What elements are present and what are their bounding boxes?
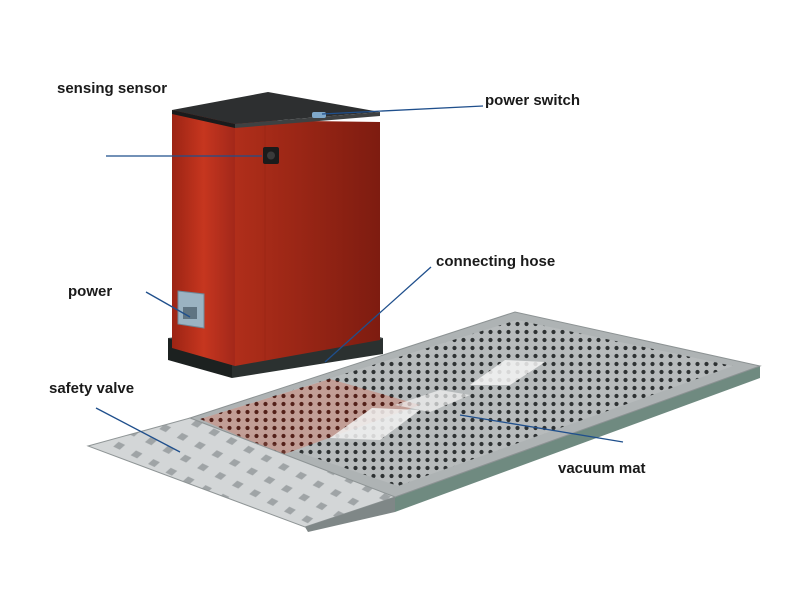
mat-edge bbox=[395, 366, 760, 512]
mat-glare bbox=[330, 408, 420, 440]
label-power-switch: power switch bbox=[485, 92, 581, 109]
leader-connecting-hose bbox=[324, 266, 432, 363]
label-sensing-sensor: sensing sensor bbox=[57, 80, 168, 97]
tread-plate-edge bbox=[305, 497, 395, 532]
leader-vacuum-mat bbox=[459, 414, 624, 443]
label-vacuum-mat: vacuum mat bbox=[558, 460, 646, 477]
cabinet-lid-rim bbox=[235, 112, 380, 128]
mat-reflection bbox=[200, 379, 420, 455]
mat-perforated-surface bbox=[200, 320, 733, 486]
power-socket-icon bbox=[183, 307, 197, 319]
leader-safety-valve bbox=[95, 407, 181, 453]
vacuum-mat bbox=[188, 311, 762, 512]
leader-lines bbox=[95, 105, 624, 453]
cabinet-lid bbox=[172, 92, 380, 124]
cabinet-base-side bbox=[232, 338, 383, 378]
sensor-lens-icon bbox=[267, 151, 275, 160]
power-switch-icon[interactable] bbox=[312, 112, 326, 118]
label-safety-valve: safety valve bbox=[49, 380, 135, 397]
mat-glare bbox=[395, 390, 470, 412]
cabinet-lid-rim bbox=[172, 110, 235, 128]
leader-power-switch bbox=[321, 105, 484, 115]
vacuum-cabinet bbox=[168, 92, 383, 378]
label-power: power bbox=[68, 283, 113, 300]
label-connecting-hose: connecting hose bbox=[436, 253, 556, 270]
safety-valve-plate bbox=[86, 417, 397, 532]
mat-glare bbox=[470, 360, 545, 385]
leader-power bbox=[145, 291, 191, 318]
cabinet-side bbox=[235, 120, 380, 366]
